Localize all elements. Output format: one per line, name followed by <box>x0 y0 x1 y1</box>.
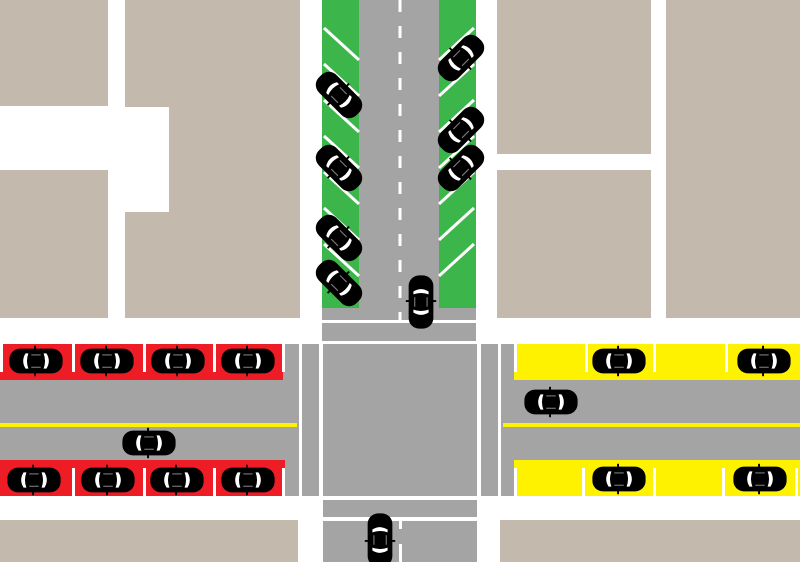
building-nw-2 <box>0 170 108 318</box>
yellow-center-line-east <box>503 423 800 427</box>
car-icon <box>737 345 791 377</box>
car-icon <box>592 345 646 377</box>
building-se <box>500 520 800 562</box>
car-icon <box>221 464 275 496</box>
intersection <box>323 344 477 496</box>
building-ne-2 <box>497 170 651 318</box>
building-ne-1 <box>497 0 651 154</box>
car-icon <box>81 464 135 496</box>
yellow-center-line <box>0 423 297 427</box>
car-icon-west-road <box>122 427 176 459</box>
building-ne-3 <box>666 0 800 318</box>
car-icon <box>80 345 134 377</box>
car-icon <box>592 463 646 495</box>
car-icon <box>221 345 275 377</box>
crosswalk-north <box>322 323 476 341</box>
car-icon <box>151 345 205 377</box>
building-sw <box>0 520 298 562</box>
car-icon-east-road <box>524 386 578 418</box>
car-icon <box>9 345 63 377</box>
crosswalk-west <box>302 344 319 496</box>
car-icon-north-road <box>405 275 437 329</box>
car-icon-south-road <box>364 513 396 562</box>
car-icon <box>150 464 204 496</box>
crosswalk-east <box>481 344 498 496</box>
south-road <box>323 500 477 562</box>
building-nw-3 <box>125 0 300 318</box>
crosswalk-south <box>323 500 477 517</box>
building-nw-1 <box>0 0 108 106</box>
car-icon <box>7 464 61 496</box>
car-icon <box>733 463 787 495</box>
